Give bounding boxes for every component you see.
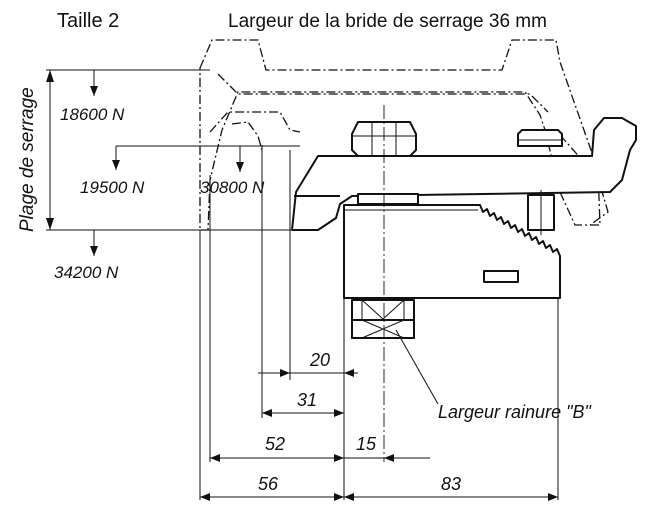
dimension-20: 20 xyxy=(309,350,330,370)
clamp-width-title: Largeur de la bride de serrage 36 mm xyxy=(228,11,547,32)
size-label: Taille 2 xyxy=(57,10,119,32)
force-34200: 34200 N xyxy=(54,263,119,282)
force-30800: 30800 N xyxy=(200,178,265,197)
clamp-jaw xyxy=(291,117,637,231)
clamp-lower-position-outline xyxy=(209,111,609,226)
cap-screw xyxy=(517,129,563,147)
force-19500: 19500 N xyxy=(80,178,145,197)
force-markers xyxy=(90,70,300,256)
groove-leader-line xyxy=(395,329,439,405)
clamp-body xyxy=(291,117,637,339)
force-18600: 18600 N xyxy=(60,105,125,124)
block-slot xyxy=(483,270,519,283)
dimension-56: 56 xyxy=(258,474,279,494)
groove-width-label: Largeur rainure "B" xyxy=(438,402,592,422)
dimension-83: 83 xyxy=(441,474,461,494)
dimension-15: 15 xyxy=(356,434,377,454)
horizontal-dimensions xyxy=(199,145,559,501)
washer xyxy=(357,193,419,205)
dimension-52: 52 xyxy=(265,434,285,454)
clamp-upper-position-outline xyxy=(199,39,601,231)
clamping-range-dimension xyxy=(46,69,300,231)
dimension-31: 31 xyxy=(297,390,317,410)
clamping-range-label: Plage de serrage xyxy=(17,87,38,232)
